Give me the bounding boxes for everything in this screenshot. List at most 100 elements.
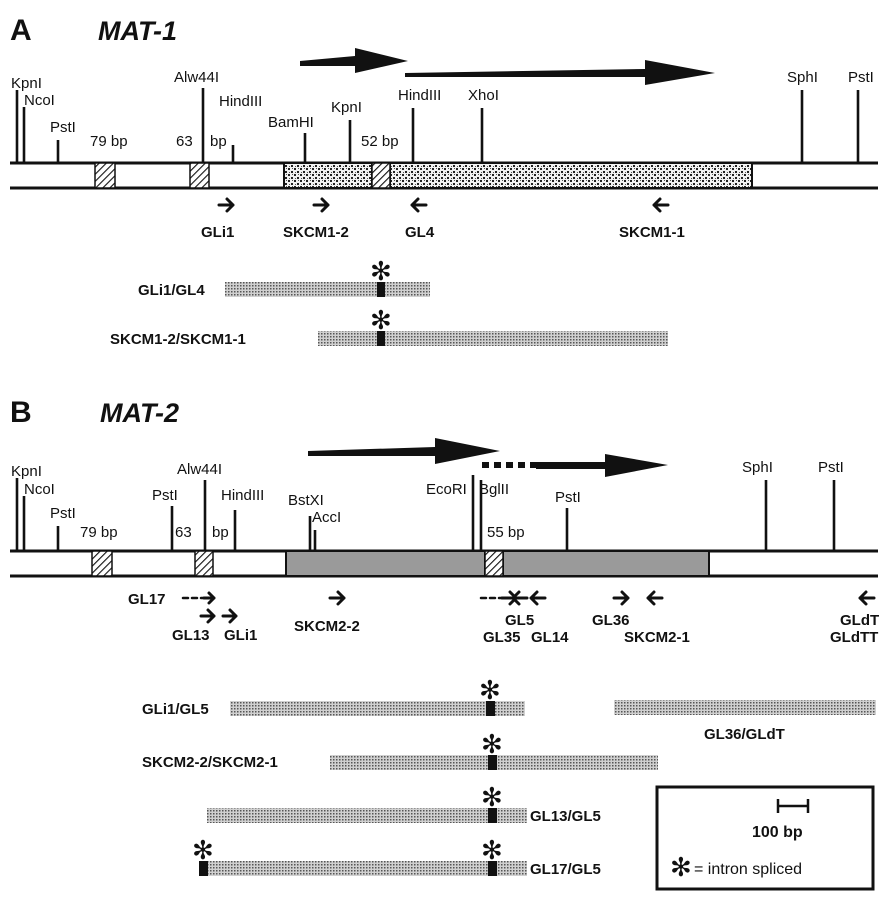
primer-arrow-forward bbox=[199, 608, 216, 624]
site-label: PstI bbox=[50, 119, 76, 136]
site-label: KpnI bbox=[331, 99, 362, 116]
product-label: GLi1/GL5 bbox=[142, 701, 209, 718]
product-label: GL36/GLdT bbox=[704, 726, 785, 743]
intron-box bbox=[91, 550, 113, 577]
primer-arrow-forward bbox=[312, 197, 330, 213]
intron-size-label: 79 bp bbox=[80, 524, 118, 541]
intron-spliced-icon: ✻ bbox=[370, 257, 392, 287]
site-label: NcoI bbox=[24, 481, 55, 498]
product-bar bbox=[230, 701, 525, 716]
primer-label: GLdT bbox=[840, 612, 879, 629]
primer-label: SKCM1-1 bbox=[619, 224, 685, 241]
splice-junction-mark bbox=[488, 808, 497, 823]
panel-b-letter: B bbox=[10, 396, 32, 429]
primer-label: GL13 bbox=[172, 627, 210, 644]
splice-junction-mark bbox=[488, 861, 497, 876]
intron-spliced-icon: ✻ bbox=[481, 783, 503, 813]
scale-bar bbox=[776, 799, 810, 813]
site-label: BglII bbox=[479, 481, 509, 498]
primer-label: GL14 bbox=[531, 629, 569, 646]
product-bar bbox=[207, 808, 527, 823]
intron-spliced-icon: ✻ bbox=[481, 730, 503, 760]
product-label: SKCM1-2/SKCM1-1 bbox=[110, 331, 246, 348]
primer-arrow-forward bbox=[221, 608, 238, 624]
legend-box: 100 bp ✻ = intron spliced bbox=[655, 785, 875, 891]
intron-spliced-icon: ✻ bbox=[479, 676, 501, 706]
site-label: AccI bbox=[312, 509, 341, 526]
primer-label: GLdTT bbox=[830, 629, 878, 646]
transcript-arrow bbox=[300, 48, 408, 73]
primer-arrow-forward bbox=[217, 197, 235, 213]
primer-arrow-reverse bbox=[646, 590, 664, 606]
intron-size-label: 63 bbox=[176, 133, 193, 150]
transcript-arrow-dashed bbox=[482, 462, 537, 468]
site-label: BamHI bbox=[268, 114, 314, 131]
intron-box bbox=[194, 550, 214, 577]
primer-label: SKCM2-2 bbox=[294, 618, 360, 635]
primer-label: SKCM2-1 bbox=[624, 629, 690, 646]
intron-box bbox=[484, 550, 504, 577]
product-bar bbox=[614, 700, 876, 715]
primer-label: GL17 bbox=[128, 591, 166, 608]
panel-a-letter: A bbox=[10, 14, 32, 47]
site-label: HindIII bbox=[221, 487, 264, 504]
intron-size-label: bp bbox=[212, 524, 229, 541]
site-label: BstXI bbox=[288, 492, 324, 509]
primer-label: GLi1 bbox=[224, 627, 257, 644]
exon-block bbox=[283, 162, 373, 189]
site-label: NcoI bbox=[24, 92, 55, 109]
site-label: SphI bbox=[787, 69, 818, 86]
intron-spliced-icon: ✻ bbox=[670, 853, 692, 883]
product-label: GL13/GL5 bbox=[530, 808, 601, 825]
primer-label: GL4 bbox=[405, 224, 435, 241]
product-bar bbox=[318, 331, 668, 346]
product-bar bbox=[199, 861, 527, 876]
primer-label: SKCM1-2 bbox=[283, 224, 349, 241]
primer-label: GL5 bbox=[505, 612, 534, 629]
restriction-site-ticks bbox=[15, 475, 836, 551]
panel-b: B MAT-2 bbox=[10, 396, 879, 878]
intron-size-label: 63 bbox=[175, 524, 192, 541]
scale-bar-label: 100 bp bbox=[752, 824, 803, 841]
site-label: PstI bbox=[848, 69, 874, 86]
intron-spliced-icon: ✻ bbox=[481, 836, 503, 866]
product-bar bbox=[225, 282, 430, 297]
intron-box bbox=[94, 162, 116, 189]
transcript-arrow bbox=[405, 60, 715, 85]
intron-spliced-icon: ✻ bbox=[370, 306, 392, 336]
intron-box bbox=[189, 162, 210, 189]
intron-size-label: 52 bp bbox=[361, 133, 399, 150]
legend-frame bbox=[655, 785, 875, 891]
primer-arrow-reverse bbox=[529, 590, 547, 606]
intron-spliced-icon: ✻ bbox=[192, 836, 214, 866]
site-label: PstI bbox=[50, 505, 76, 522]
intron-box bbox=[371, 162, 391, 189]
primer-arrow-reverse bbox=[410, 197, 428, 213]
site-label: HindIII bbox=[398, 87, 441, 104]
site-label: PstI bbox=[818, 459, 844, 476]
product-label: GL17/GL5 bbox=[530, 861, 601, 878]
product-label: GLi1/GL4 bbox=[138, 282, 205, 299]
primer-arrow-forward bbox=[328, 590, 346, 606]
site-label: XhoI bbox=[468, 87, 499, 104]
intron-size-label: bp bbox=[210, 133, 227, 150]
exon-block bbox=[389, 162, 753, 189]
primer-label: GLi1 bbox=[201, 224, 234, 241]
intron-size-label: 55 bp bbox=[487, 524, 525, 541]
primer-label: GL36 bbox=[592, 612, 630, 629]
legend-intron-text: = intron spliced bbox=[694, 861, 802, 878]
site-label: PstI bbox=[152, 487, 178, 504]
transcript-arrow bbox=[536, 454, 668, 477]
primer-arrow-reverse bbox=[511, 590, 529, 606]
site-label: EcoRI bbox=[426, 481, 467, 498]
site-label: Alw44I bbox=[174, 69, 219, 86]
site-label: HindIII bbox=[219, 93, 262, 110]
primer-arrow-reverse bbox=[652, 197, 670, 213]
restriction-site-ticks bbox=[15, 88, 860, 163]
transcript-arrow bbox=[308, 438, 500, 464]
splice-junction-mark bbox=[488, 755, 497, 770]
site-label: KpnI bbox=[11, 75, 42, 92]
exon-block bbox=[285, 550, 486, 577]
primer-arrow-forward bbox=[612, 590, 630, 606]
primer-arrow-reverse bbox=[858, 590, 876, 606]
